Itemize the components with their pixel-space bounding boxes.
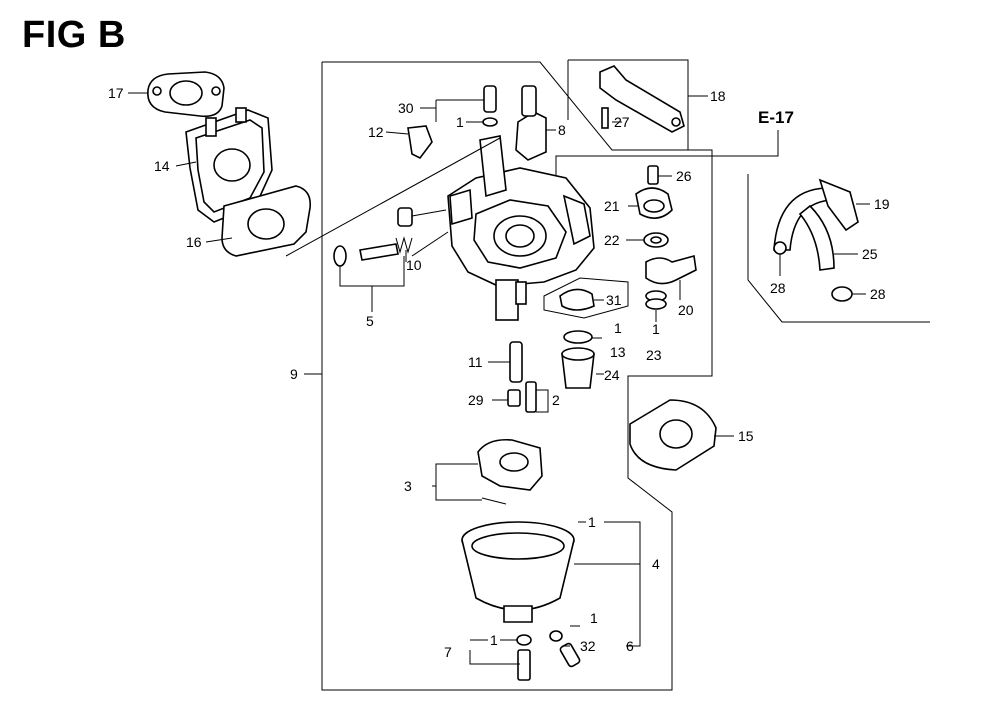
part-clip-28a (773, 241, 787, 255)
callout-1-d: 1 (588, 514, 596, 530)
part-washer-22 (643, 232, 669, 248)
part-hose-25 (798, 204, 835, 271)
part-plug-24 (561, 347, 595, 389)
callout-21: 21 (604, 198, 620, 214)
reference-leader (555, 130, 779, 180)
hose-boundary (747, 174, 930, 323)
assembly-boundary (321, 61, 713, 691)
part-knob-20 (645, 254, 697, 285)
part-spring-23 (645, 290, 667, 310)
part-drain-screw-32 (549, 630, 581, 668)
callout-20: 20 (678, 302, 694, 318)
callout-1-b: 1 (614, 320, 622, 336)
part-clip-12 (407, 125, 433, 160)
callout-13: 13 (610, 344, 626, 360)
part-hose-19 (773, 178, 859, 251)
part-clip-28b (831, 286, 853, 302)
callout-15: 15 (738, 428, 754, 444)
callout-10: 10 (406, 257, 422, 273)
callout-23: 23 (646, 347, 662, 363)
part-jet-2 (525, 381, 537, 413)
part-pin-27 (601, 107, 609, 129)
part-gasket-15 (629, 399, 717, 471)
callout-29: 29 (468, 392, 484, 408)
part-gasket-17 (147, 71, 225, 118)
part-float-3 (477, 438, 543, 505)
callout-6: 6 (626, 638, 634, 654)
callout-3: 3 (404, 478, 412, 494)
callout-1-c: 1 (652, 321, 660, 337)
figure-title: FIG B (22, 14, 126, 56)
part-screw-30 (482, 85, 498, 127)
callout-26: 26 (676, 168, 692, 184)
callout-8: 8 (558, 122, 566, 138)
callout-25: 25 (862, 246, 878, 262)
callout-28-a: 28 (770, 280, 786, 296)
callout-22: 22 (604, 232, 620, 248)
part-screw-26 (647, 165, 659, 185)
part-gasket-16 (221, 185, 312, 257)
callout-11: 11 (468, 354, 483, 370)
callout-32: 32 (580, 638, 596, 654)
part-pilot-screw-5 (333, 236, 413, 267)
callout-19: 19 (874, 196, 890, 212)
callout-31: 31 (606, 292, 622, 308)
callout-27: 27 (614, 114, 630, 130)
callout-30: 30 (398, 100, 414, 116)
lever-boundary (568, 59, 689, 150)
callout-28-b: 28 (870, 286, 886, 302)
part-screw-10 (397, 207, 447, 227)
part-bolt-7 (516, 634, 532, 681)
callout-1-a: 1 (456, 114, 464, 130)
callout-4: 4 (652, 556, 660, 572)
part-jet-11 (509, 341, 523, 383)
callout-12: 12 (368, 124, 384, 140)
callout-16: 16 (186, 234, 202, 250)
part-jet-29 (507, 389, 521, 407)
reference-label: E-17 (758, 108, 794, 127)
part-bowl-4 (461, 521, 575, 623)
callout-14: 14 (154, 158, 170, 174)
part-cap-21 (635, 187, 673, 219)
callout-1-f: 1 (490, 632, 498, 648)
callout-7: 7 (444, 644, 452, 660)
part-gasket-31 (543, 277, 629, 319)
callout-17: 17 (108, 85, 124, 101)
callout-24: 24 (604, 367, 620, 383)
callout-1-e: 1 (590, 610, 598, 626)
part-choke-8 (515, 85, 547, 161)
part-carburetor-body (447, 135, 595, 321)
callout-2: 2 (552, 392, 560, 408)
callout-5: 5 (366, 313, 374, 329)
part-oring-13 (563, 330, 593, 344)
part-lever-18 (599, 65, 685, 133)
leader-lines (128, 92, 870, 665)
callout-18: 18 (710, 88, 726, 104)
callout-9: 9 (290, 366, 298, 382)
